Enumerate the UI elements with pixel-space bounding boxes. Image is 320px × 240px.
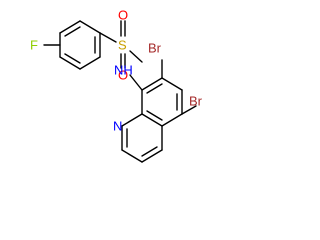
bromine-7-label: Br: [148, 41, 162, 56]
bond: [161, 77, 183, 91]
bond: [121, 149, 143, 163]
quinoline-pyridine-ring: [121, 113, 163, 163]
quinoline-benzo-ring: [141, 77, 183, 127]
bond: [141, 149, 163, 163]
double-bond-inner: [64, 53, 81, 64]
double-bond-inner: [64, 26, 81, 37]
bond-s-n: [129, 50, 143, 63]
double-bond-inner: [146, 110, 163, 121]
bond-c-s: [99, 32, 117, 43]
fluorophenyl-ring: [59, 20, 101, 70]
bond: [79, 20, 101, 34]
bond: [141, 77, 163, 91]
bond: [141, 113, 163, 127]
nh-label: NH: [114, 63, 133, 78]
bromine-5-label: Br: [189, 94, 203, 109]
bond: [121, 113, 143, 127]
oxygen-top-label: O: [118, 8, 128, 23]
bond-c5-br: [181, 105, 197, 115]
sulfur-label: S: [118, 38, 127, 53]
bond-n-c8: [129, 74, 143, 91]
double-bond-inner: [146, 83, 163, 94]
oxygen-bottom-label: O: [118, 68, 128, 83]
bond: [59, 20, 81, 34]
fluorine-label: F: [30, 38, 38, 53]
ring-nitrogen-label: N: [113, 119, 122, 134]
molecule-structure: F S O O NH Br Br N: [30, 8, 203, 163]
bond: [161, 113, 183, 127]
bond: [59, 56, 81, 70]
double-bond-inner: [141, 146, 158, 157]
bond: [79, 56, 101, 70]
